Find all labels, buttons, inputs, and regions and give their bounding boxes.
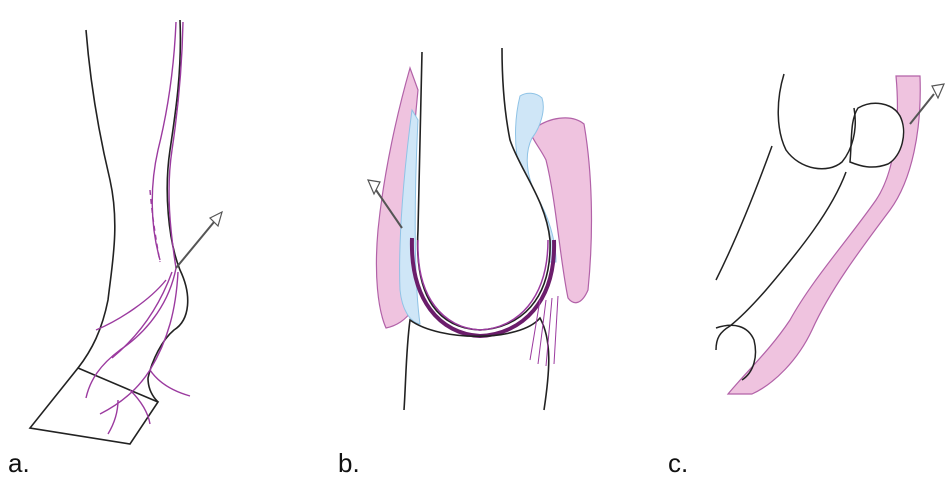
pastern-bone bbox=[404, 318, 549, 410]
nerve-main-1 bbox=[152, 22, 176, 260]
panel-b-joint-drawing bbox=[368, 48, 591, 410]
nerves bbox=[86, 22, 190, 434]
sesamoid-bone bbox=[850, 103, 904, 167]
hoof bbox=[30, 368, 158, 444]
needle-a bbox=[176, 212, 222, 268]
nerve-branch-1 bbox=[86, 268, 176, 398]
nerve-dashed bbox=[150, 190, 160, 262]
panel-label-b: b. bbox=[338, 448, 360, 479]
limb-outline-front bbox=[78, 30, 115, 368]
panel-c-tendon-drawing bbox=[716, 74, 944, 394]
nerve-branch-5 bbox=[150, 370, 190, 396]
cannon-bone bbox=[418, 48, 550, 330]
pastern-bone-c-back bbox=[716, 172, 846, 350]
panel-a-limb-drawing bbox=[30, 20, 222, 444]
pastern-bone-c-front bbox=[716, 146, 772, 280]
coffin-joint-line bbox=[716, 325, 756, 380]
limb-outline-back bbox=[148, 20, 188, 402]
panel-label-c: c. bbox=[668, 448, 688, 479]
cannon-bone-end bbox=[778, 74, 855, 169]
nerve-branch-3 bbox=[100, 272, 178, 414]
panel-label-a: a. bbox=[8, 448, 30, 479]
